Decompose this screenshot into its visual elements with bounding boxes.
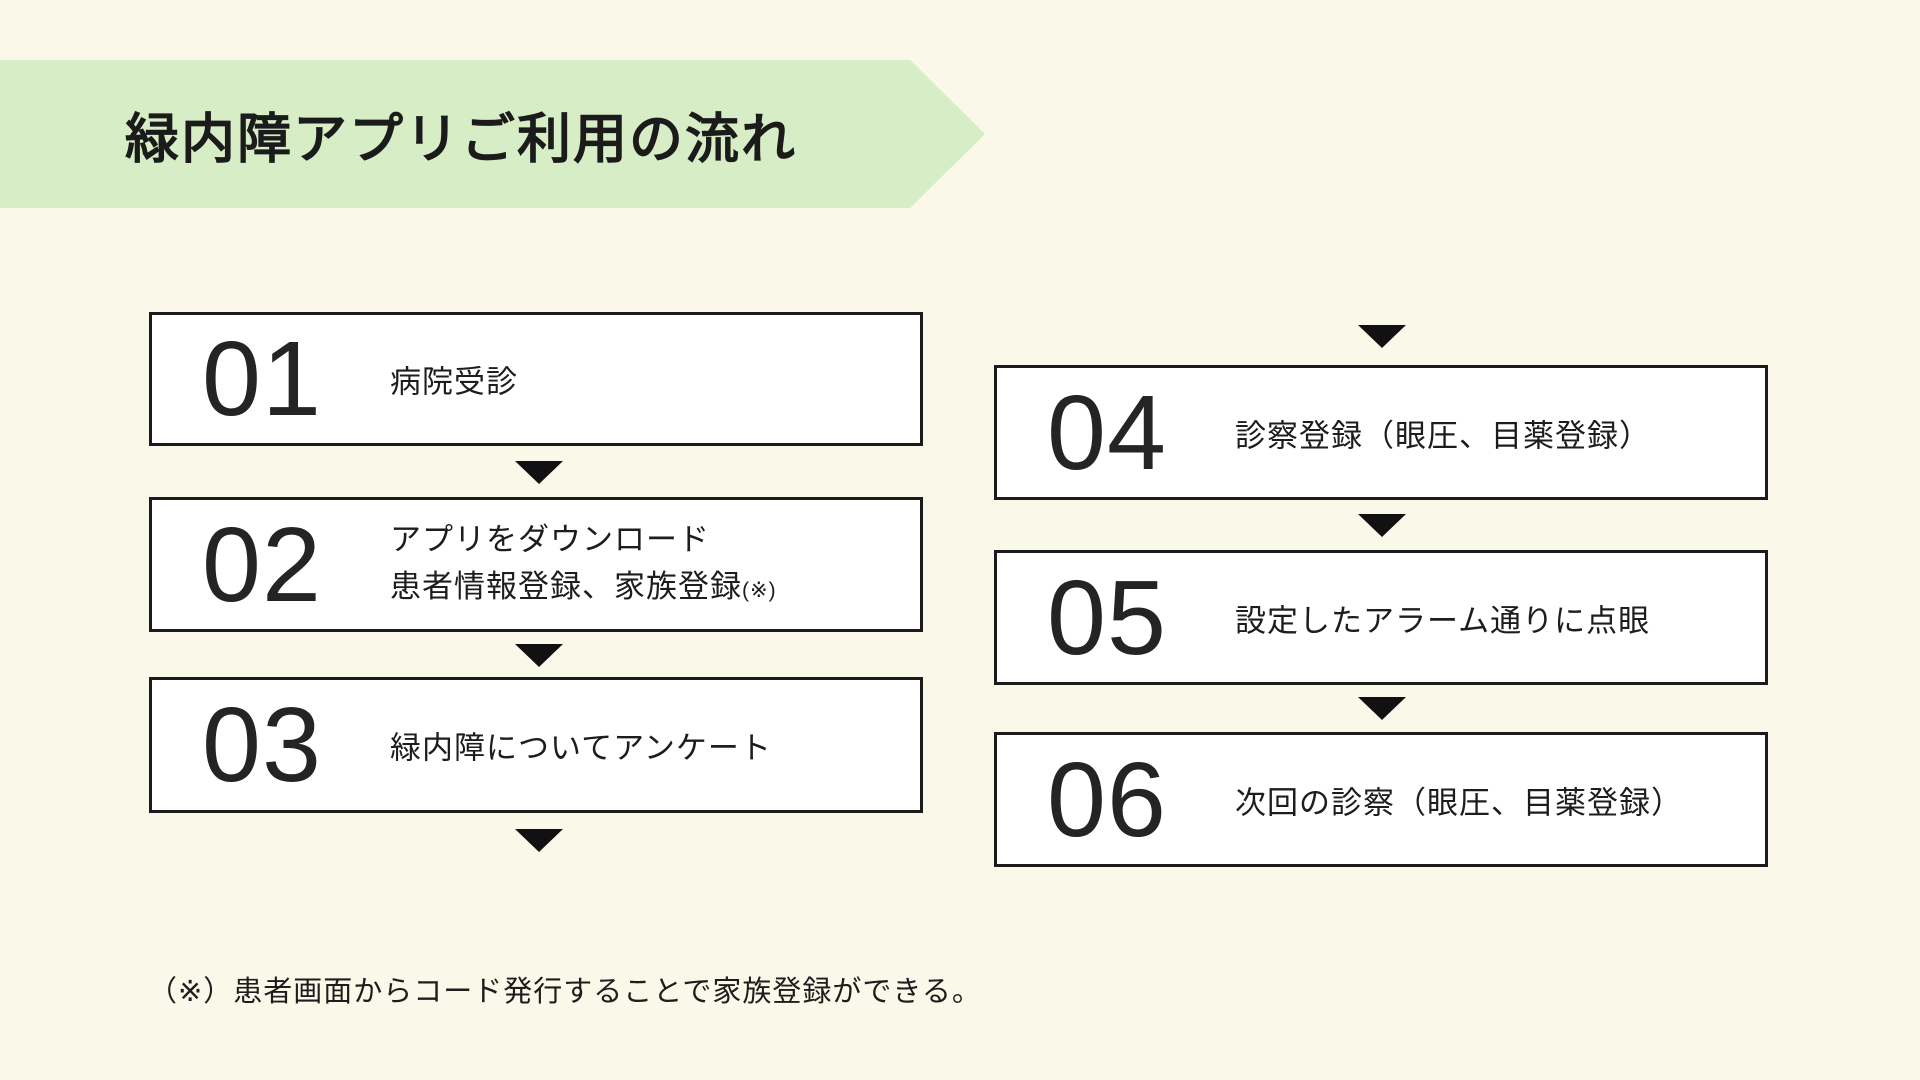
step-number-02: 02	[202, 505, 322, 624]
title-banner-ribbon: 緑内障アプリご利用の流れ	[0, 60, 985, 208]
down-arrow-icon	[515, 644, 563, 667]
step-number-01: 01	[202, 320, 322, 438]
down-arrow-icon	[1358, 697, 1406, 720]
down-arrow-icon	[1358, 514, 1406, 537]
step-box-01: 01 病院受診	[149, 312, 923, 446]
step-number-04: 04	[1047, 373, 1167, 492]
step-box-02: 02 アプリをダウンロード 患者情報登録、家族登録(※)	[149, 497, 923, 632]
step-label-03: 緑内障についてアンケート	[390, 730, 772, 766]
step-box-04: 04 診察登録（眼圧、目薬登録）	[994, 365, 1768, 500]
step-number-05: 05	[1047, 558, 1167, 677]
step-label-02-line2: 患者情報登録、家族登録(※)	[390, 563, 777, 614]
footnote-text: （※）患者画面からコード発行することで家族登録ができる。	[148, 976, 982, 1008]
down-arrow-icon	[515, 829, 563, 852]
step-box-03: 03 緑内障についてアンケート	[149, 677, 923, 813]
step-box-06: 06 次回の診察（眼圧、目薬登録）	[994, 732, 1768, 867]
down-arrow-icon	[515, 461, 563, 484]
asterisk-note-marker: (※)	[742, 578, 777, 602]
step-label-02-line1: アプリをダウンロード	[390, 521, 710, 557]
step-label-06: 次回の診察（眼圧、目薬登録）	[1235, 785, 1683, 820]
page-title: 緑内障アプリご利用の流れ	[125, 109, 797, 170]
down-arrow-icon	[1358, 325, 1406, 348]
step-label-02-line2-text: 患者情報登録、家族登録	[390, 568, 742, 604]
step-label-02: アプリをダウンロード 患者情報登録、家族登録(※)	[390, 516, 777, 614]
step-box-05: 05 設定したアラーム通りに点眼	[994, 550, 1768, 685]
step-number-03: 03	[202, 686, 322, 804]
step-label-01: 病院受診	[390, 364, 518, 400]
step-label-04: 診察登録（眼圧、目薬登録）	[1235, 418, 1651, 453]
step-label-05: 設定したアラーム通りに点眼	[1235, 603, 1651, 638]
step-number-06: 06	[1047, 740, 1167, 859]
